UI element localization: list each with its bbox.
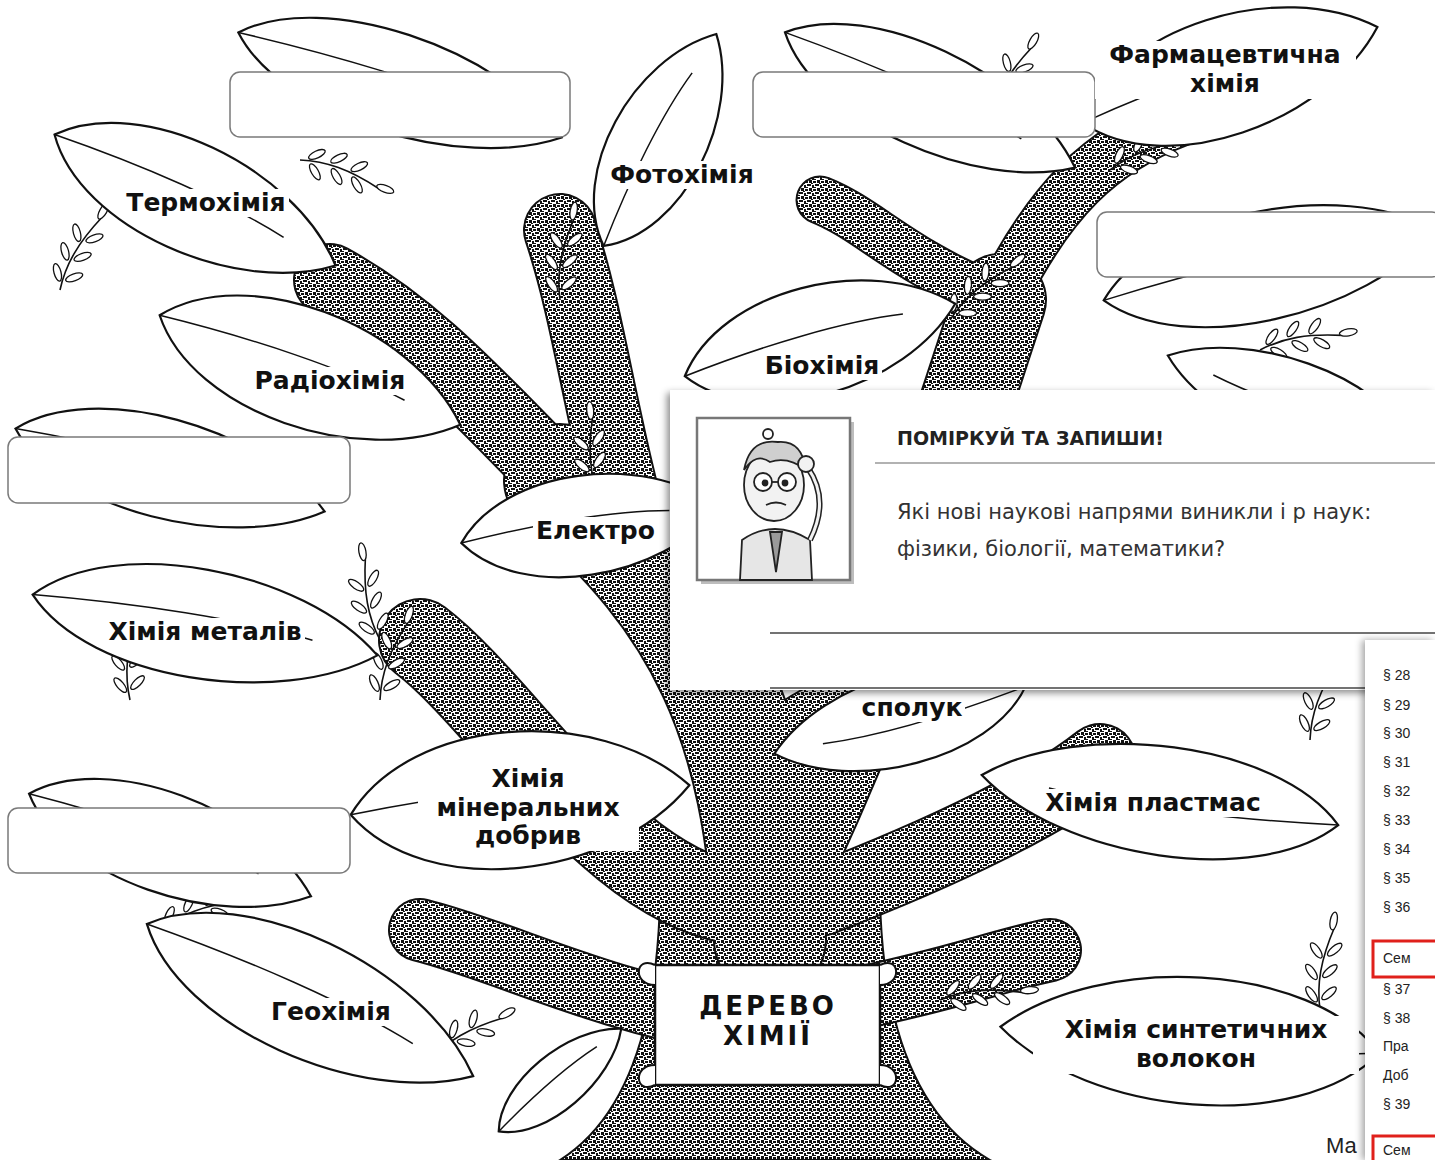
leaf-label: Хімія металів bbox=[105, 618, 304, 647]
branch-name: Біохімія bbox=[762, 352, 883, 381]
leaf-label: Фотохімія bbox=[607, 161, 756, 190]
contents-entry: § 28 bbox=[1383, 667, 1410, 683]
thinking-boy bbox=[740, 429, 820, 580]
tree-leaves bbox=[3, 0, 1435, 1152]
contents-entry: § 38 bbox=[1383, 1010, 1410, 1026]
leaf-label: Термохімія bbox=[123, 189, 288, 218]
contents-entry: § 32 bbox=[1383, 783, 1410, 799]
branch-name: Фотохімія bbox=[607, 161, 756, 190]
contents-entry: § 36 bbox=[1383, 899, 1410, 915]
branch-name: Термохімія bbox=[123, 189, 288, 218]
contents-entry: § 34 bbox=[1383, 841, 1410, 857]
leaf-label: Геохімія bbox=[268, 998, 394, 1027]
branch-name: ДЕРЕВО ХІМІЇ bbox=[675, 992, 861, 1052]
branch-name: Хімія металів bbox=[105, 618, 304, 647]
contents-entry: § 30 bbox=[1383, 725, 1410, 741]
contents-entry: Пра bbox=[1383, 1038, 1409, 1054]
contents-entry: Сем bbox=[1383, 1142, 1411, 1158]
contents-entry: Доб bbox=[1383, 1067, 1408, 1083]
branch-name: Хімія синтетичних волокон bbox=[1033, 1016, 1359, 1074]
empty-answer-boxes bbox=[8, 72, 1435, 873]
leaf-label: ДЕРЕВО ХІМІЇ bbox=[675, 992, 861, 1052]
contents-entry: § 37 bbox=[1383, 981, 1410, 997]
prompt-panel: ПОМІРКУЙ ТА ЗАПИШИ! Які нові наукові напр… bbox=[670, 390, 1435, 690]
branch-name: Геохімія bbox=[268, 998, 394, 1027]
contents-entry: § 39 bbox=[1383, 1096, 1410, 1112]
leaf-label: Фармацевтична хімія bbox=[1095, 41, 1356, 99]
prompt-question: Які нові наукові напрями виникли і р нау… bbox=[897, 494, 1402, 568]
branch-name: Хімія пластмас bbox=[1042, 789, 1264, 818]
leaf-label: Хімія мінеральних добрив bbox=[418, 765, 639, 851]
contents-entry: § 33 bbox=[1383, 812, 1410, 828]
leaf-label: сполук bbox=[859, 694, 966, 723]
leaf-label: Радіохімія bbox=[252, 367, 409, 396]
prompt-heading: ПОМІРКУЙ ТА ЗАПИШИ! bbox=[897, 426, 1435, 450]
title-scroll bbox=[639, 963, 896, 1087]
branch-name: сполук bbox=[859, 694, 966, 723]
contents-entry: § 29 bbox=[1383, 697, 1410, 713]
branch-name: Електро bbox=[533, 517, 658, 546]
page-fragment: Ма bbox=[1326, 1133, 1357, 1159]
leaf-label: Хімія синтетичних волокон bbox=[1033, 1016, 1359, 1074]
branch-name: Фармацевтична хімія bbox=[1095, 41, 1356, 99]
contents-entry: Сем bbox=[1383, 950, 1411, 966]
branch-name: Радіохімія bbox=[252, 367, 409, 396]
contents-entry: § 31 bbox=[1383, 754, 1410, 770]
leaf-label: Електро bbox=[533, 517, 658, 546]
leaf-label: Хімія пластмас bbox=[1042, 789, 1264, 818]
contents-entry: § 35 bbox=[1383, 870, 1410, 886]
leaf-label: Біохімія bbox=[762, 352, 883, 381]
branch-name: Хімія мінеральних добрив bbox=[418, 765, 639, 851]
